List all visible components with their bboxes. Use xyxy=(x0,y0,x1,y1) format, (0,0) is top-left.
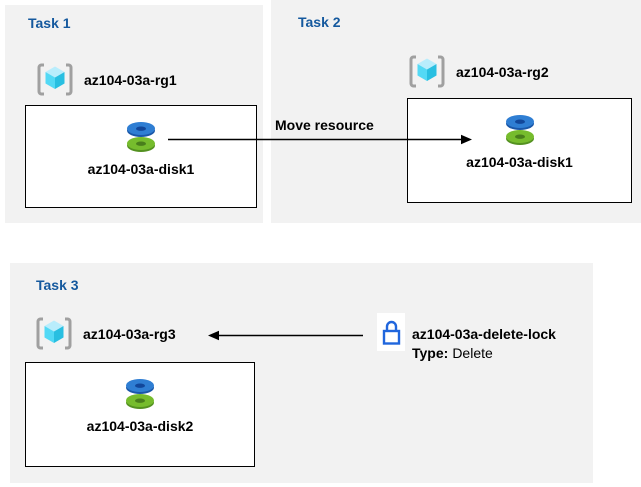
resource-group-name: az104-03a-rg2 xyxy=(456,63,549,80)
task1-panel: Task 1 az104-03a-rg1 xyxy=(5,5,263,223)
disk-name: az104-03a-disk2 xyxy=(86,418,194,434)
lock-type-label: Type: xyxy=(412,345,449,361)
task3-title: Task 3 xyxy=(36,277,79,293)
lock-type: Type:Delete xyxy=(412,344,556,363)
disk-icon xyxy=(121,377,159,411)
task2-resource-group: az104-03a-rg2 xyxy=(407,54,549,89)
resource-group-icon xyxy=(35,62,75,97)
task2-title: Task 2 xyxy=(298,14,341,30)
disk-icon xyxy=(122,120,160,154)
disk-name: az104-03a-disk1 xyxy=(466,154,573,170)
resource-group-name: az104-03a-rg3 xyxy=(83,325,176,342)
task3-disk-box: az104-03a-disk2 xyxy=(25,362,255,467)
task1-resource-group: az104-03a-rg1 xyxy=(35,62,177,97)
resource-group-icon xyxy=(407,54,447,89)
lock-icon-tile xyxy=(377,313,405,351)
lock-info: az104-03a-delete-lock Type:Delete xyxy=(412,325,556,363)
task2-disk-box: az104-03a-disk1 xyxy=(407,98,632,203)
lock-icon xyxy=(381,319,402,346)
disk-icon xyxy=(501,113,539,147)
task3-resource-group: az104-03a-rg3 xyxy=(34,316,176,351)
resource-group-name: az104-03a-rg1 xyxy=(84,71,177,88)
disk-name: az104-03a-disk1 xyxy=(87,161,195,177)
task1-title: Task 1 xyxy=(28,15,71,31)
task2-panel: Task 2 Move resource az104-03a-rg2 xyxy=(271,0,641,223)
task1-disk-box: az104-03a-disk1 xyxy=(25,105,257,208)
task3-panel: Task 3 az104-03a-rg3 xyxy=(10,263,593,483)
move-resource-label: Move resource xyxy=(275,117,374,133)
resource-group-icon xyxy=(34,316,74,351)
lock-name: az104-03a-delete-lock xyxy=(412,326,556,342)
lock-type-value: Delete xyxy=(452,345,493,361)
